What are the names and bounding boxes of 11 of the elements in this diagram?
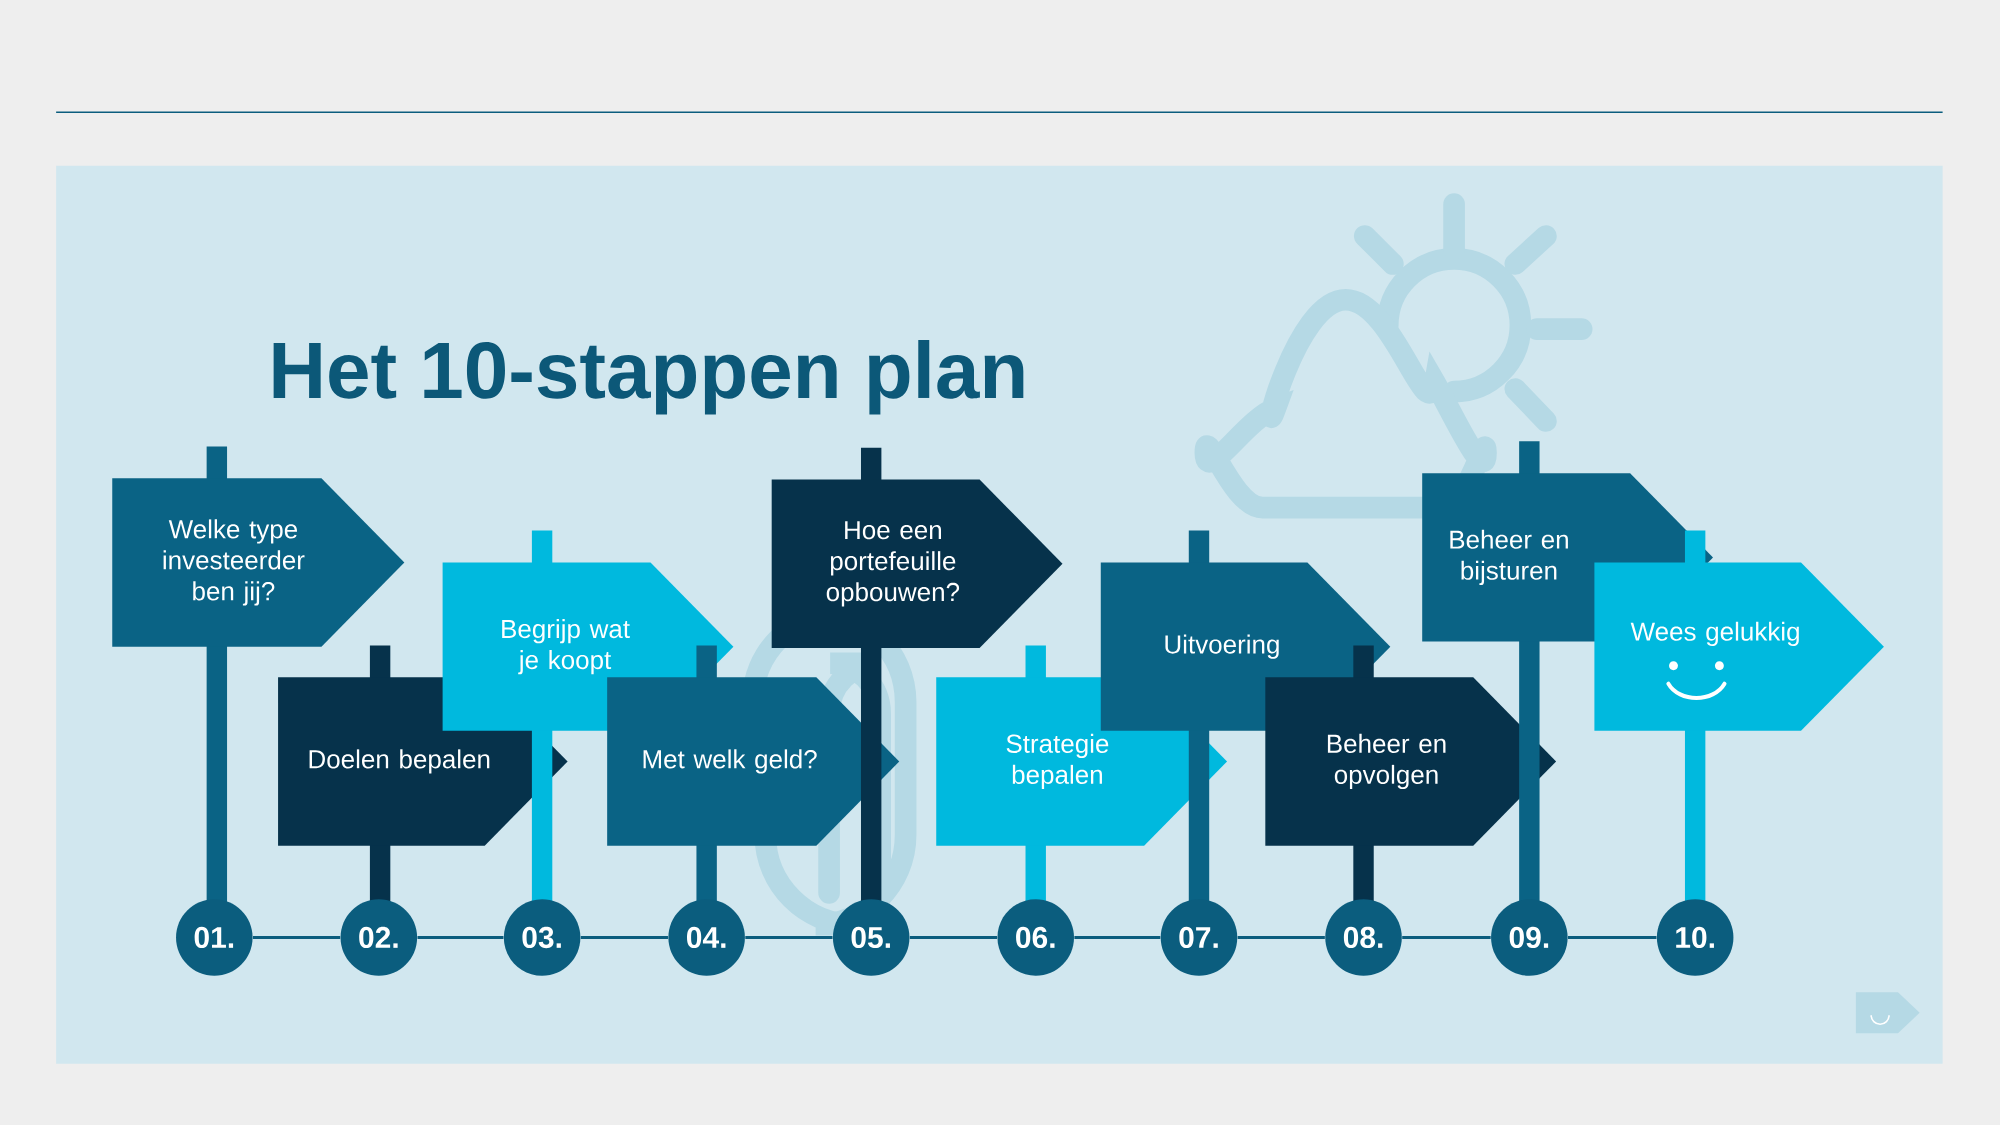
connector-line <box>1402 935 1491 940</box>
connector-line <box>417 935 504 940</box>
connector-line <box>252 935 341 940</box>
connector-line <box>1568 935 1657 940</box>
title: Het 10-stappen plan <box>273 340 1024 415</box>
connector-line <box>909 935 998 940</box>
connector-line <box>745 935 833 940</box>
signpost: Wees gelukkig <box>1594 530 1884 925</box>
connector-line <box>580 935 668 940</box>
connector-line <box>1074 935 1161 940</box>
connector-line <box>1237 935 1325 940</box>
